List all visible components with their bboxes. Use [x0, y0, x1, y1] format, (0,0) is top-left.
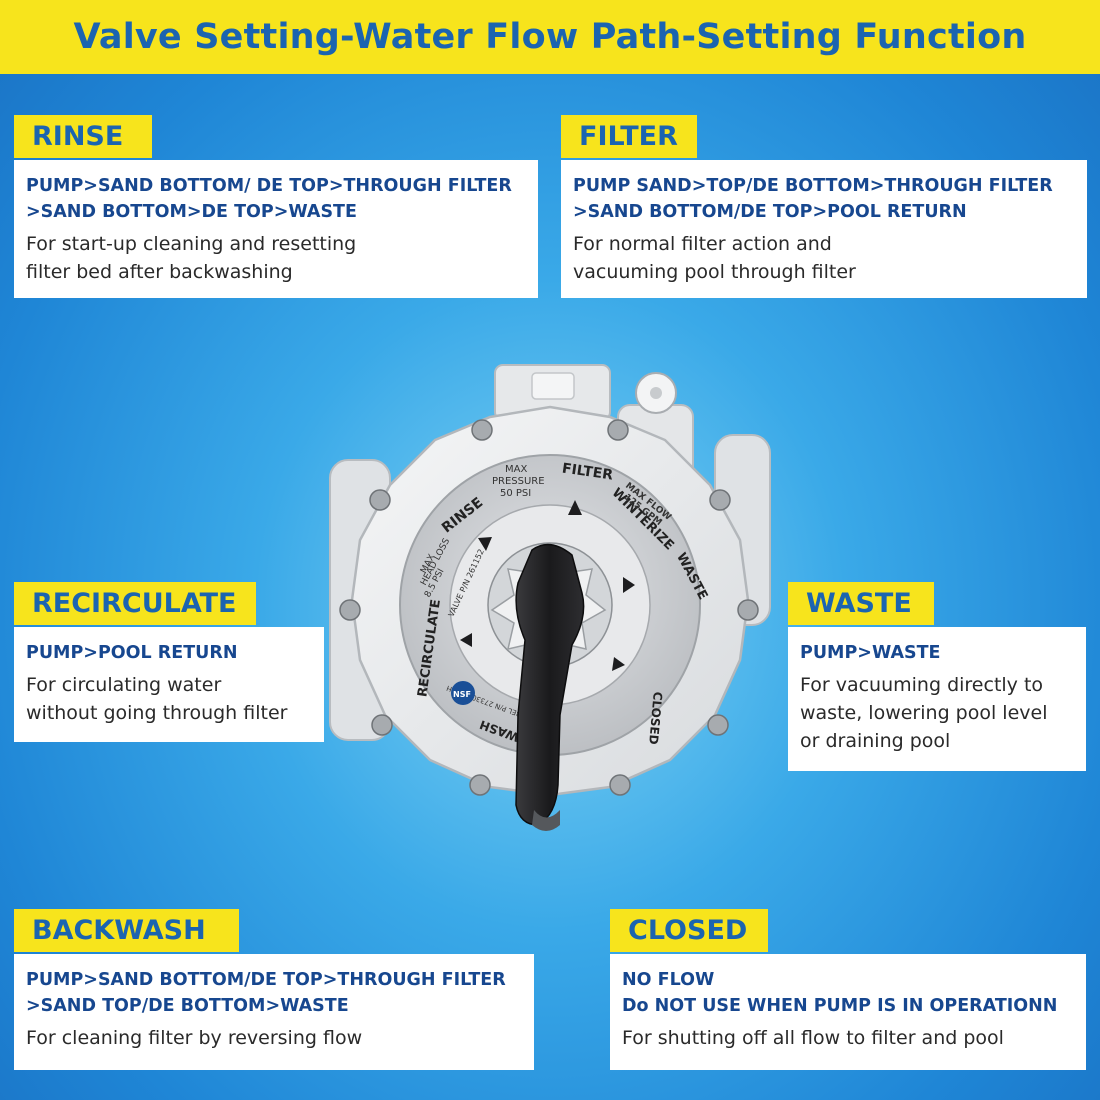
- filter-flow-line-1: PUMP SAND>TOP/DE BOTTOM>THROUGH FILTER: [573, 176, 1053, 196]
- closed-label: CLOSED: [628, 915, 748, 946]
- pressure-line-3: 50 PSI: [500, 488, 531, 499]
- waste-tag: WASTE: [788, 582, 934, 625]
- multiport-valve-image: FILTER RINSE WINTERIZE WASTE RECIRCULATE…: [329, 364, 771, 831]
- dial-arrow-icons: [460, 500, 635, 671]
- dial-label-filter: FILTER: [561, 461, 614, 484]
- closed-tag: CLOSED: [610, 909, 768, 952]
- rinse-label: RINSE: [32, 121, 124, 152]
- recirculate-label: RECIRCULATE: [32, 588, 237, 619]
- rinse-flow-line-2: >SAND BOTTOM>DE TOP>WASTE: [26, 202, 357, 222]
- title-banner: Valve Setting-Water Flow Path-Setting Fu…: [0, 0, 1100, 74]
- recirculate-tag: RECIRCULATE: [14, 582, 256, 625]
- filter-tag: FILTER: [561, 115, 697, 158]
- closed-flow-line-2: Do NOT USE WHEN PUMP IS IN OPERATIONN: [622, 996, 1058, 1016]
- backwash-card: PUMP>SAND BOTTOM/DE TOP>THROUGH FILTER >…: [14, 954, 534, 1070]
- waste-flow-line-1: PUMP>WASTE: [800, 643, 941, 663]
- filter-label: FILTER: [579, 121, 678, 152]
- filter-flow-line-2: >SAND BOTTOM/DE TOP>POOL RETURN: [573, 202, 967, 222]
- waste-desc-line-3: or draining pool: [800, 730, 951, 752]
- filter-desc-line-2: vacuuming pool through filter: [573, 261, 856, 283]
- rinse-tag: RINSE: [14, 115, 152, 158]
- filter-card: PUMP SAND>TOP/DE BOTTOM>THROUGH FILTER >…: [561, 160, 1087, 298]
- recirculate-desc-line-1: For circulating water: [26, 674, 222, 696]
- valve-screws: [339, 419, 759, 796]
- backwash-label: BACKWASH: [32, 915, 206, 946]
- valve-handle[interactable]: [515, 543, 585, 831]
- dial-label-closed: CLOSED: [646, 691, 665, 745]
- page-title: Valve Setting-Water Flow Path-Setting Fu…: [73, 17, 1027, 57]
- backwash-tag: BACKWASH: [14, 909, 239, 952]
- waste-label: WASTE: [806, 588, 912, 619]
- closed-card: NO FLOW Do NOT USE WHEN PUMP IS IN OPERA…: [610, 954, 1086, 1070]
- rinse-card: PUMP>SAND BOTTOM/ DE TOP>THROUGH FILTER …: [14, 160, 538, 298]
- recirculate-card: PUMP>POOL RETURN For circulating water w…: [14, 627, 324, 742]
- waste-desc-line-1: For vacuuming directly to: [800, 674, 1044, 696]
- rinse-flow-line-1: PUMP>SAND BOTTOM/ DE TOP>THROUGH FILTER: [26, 176, 512, 196]
- nsf-logo: NSF: [451, 681, 475, 705]
- rinse-desc-line-1: For start-up cleaning and resetting: [26, 233, 357, 255]
- backwash-flow-line-2: >SAND TOP/DE BOTTOM>WASTE: [26, 996, 349, 1016]
- closed-flow-line-1: NO FLOW: [622, 970, 715, 990]
- pressure-line-2: PRESSURE: [492, 476, 545, 487]
- pressure-line-1: MAX: [505, 464, 527, 475]
- filter-desc-line-1: For normal filter action and: [573, 233, 832, 255]
- nsf-logo-text: NSF: [453, 690, 471, 699]
- backwash-flow-line-1: PUMP>SAND BOTTOM/DE TOP>THROUGH FILTER: [26, 970, 506, 990]
- backwash-desc-line-1: For cleaning filter by reversing flow: [26, 1027, 363, 1049]
- waste-desc-line-2: waste, lowering pool level: [800, 702, 1048, 724]
- recirculate-desc-line-2: without going through filter: [26, 702, 288, 724]
- closed-desc-line-1: For shutting off all flow to filter and …: [622, 1027, 1004, 1049]
- rinse-desc-line-2: filter bed after backwashing: [26, 261, 293, 283]
- waste-card: PUMP>WASTE For vacuuming directly to was…: [788, 627, 1086, 771]
- recirculate-flow-line-1: PUMP>POOL RETURN: [26, 643, 238, 663]
